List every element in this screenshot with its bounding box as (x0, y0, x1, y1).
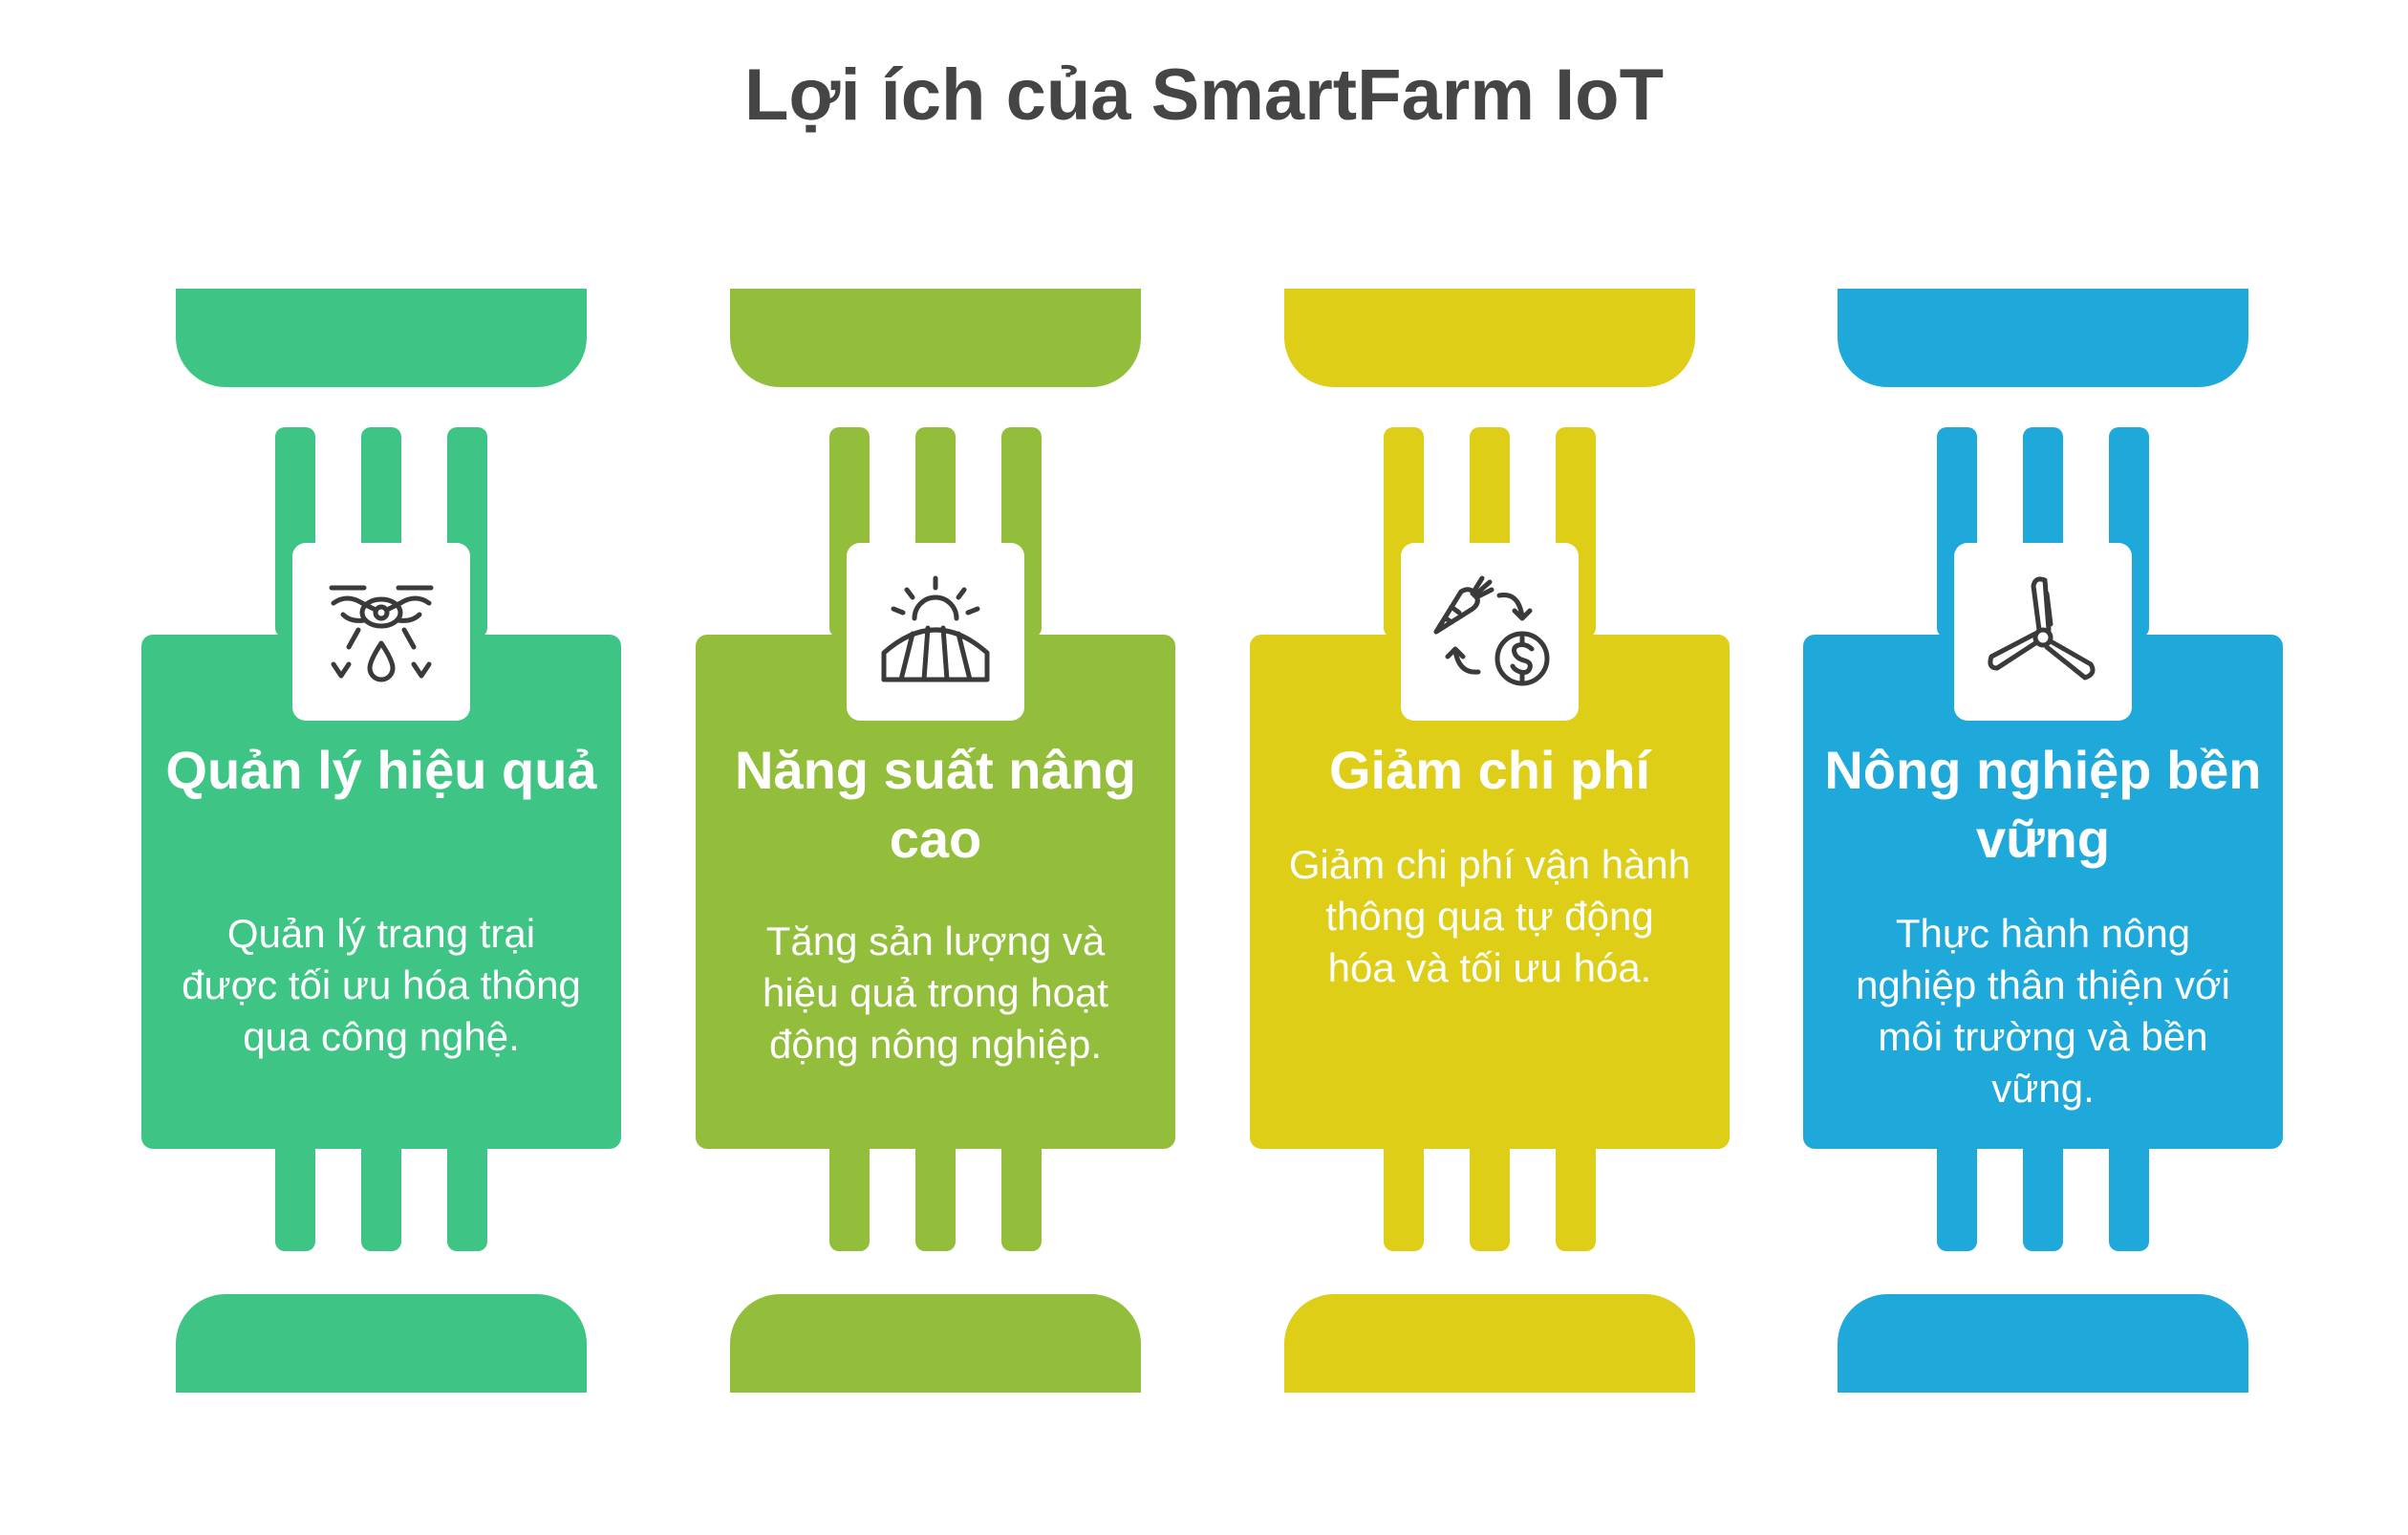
drone-watering-icon (329, 585, 434, 682)
pillar-cost-reduction: Giảm chi phí Giảm chi phí vận hành thông… (1250, 0, 1730, 1535)
pillar-bar (2109, 1137, 2149, 1251)
icon-card (847, 543, 1024, 721)
icon-card (292, 543, 470, 721)
pillar-increased-productivity: Năng suất nâng cao Tăng sản lượng và hiệ… (696, 0, 1175, 1535)
pillar-heading: Quản lý hiệu quả (165, 740, 597, 800)
pillar-bar (2023, 1137, 2063, 1251)
pillar-bar (1937, 1137, 1977, 1251)
pillar-top-cap (730, 289, 1141, 387)
pillar-heading: Năng suất nâng cao (734, 740, 1137, 869)
icon-card (1954, 543, 2132, 721)
pillar-bar (1001, 1137, 1042, 1251)
pillar-sustainable-agriculture: Nông nghiệp bền vững Thực hành nông nghi… (1803, 0, 2283, 1535)
pillar-bar (1556, 1137, 1596, 1251)
pillar-bar (275, 1137, 315, 1251)
wind-turbine-icon (1988, 576, 2096, 681)
pillar-top-cap (1838, 289, 2248, 387)
pillar-description: Giảm chi phí vận hành thông qua tự động … (1288, 842, 1691, 990)
pillar-bottom-cap (176, 1294, 587, 1393)
pillar-bottom-cap (1838, 1294, 2248, 1393)
pillar-bar (829, 1137, 870, 1251)
pillar-bottom-cap (730, 1294, 1141, 1393)
pillar-bar (361, 1137, 401, 1251)
carrot-money-exchange-icon (1433, 575, 1550, 686)
pillar-bar (915, 1137, 956, 1251)
pillar-description: Tăng sản lượng và hiệu quả trong hoạt độ… (763, 919, 1108, 1067)
pillar-bar (1384, 1137, 1424, 1251)
icon-card (1401, 543, 1579, 721)
pillar-top-cap (176, 289, 587, 387)
pillar-bar (1470, 1137, 1510, 1251)
pillar-bar (447, 1137, 487, 1251)
pillar-heading: Nông nghiệp bền vững (1824, 740, 2262, 869)
pillar-top-cap (1284, 289, 1695, 387)
pillar-description: Thực hành nông nghiệp thân thiện với môi… (1856, 911, 2230, 1111)
page-title: Lợi ích của SmartFarm IoT (743, 54, 1665, 136)
pillar-bottom-cap (1284, 1294, 1695, 1393)
pillar-efficient-management: Quản lý hiệu quả Quản lý trang trại được… (141, 0, 621, 1535)
pillar-description: Quản lý trang trại được tối ưu hóa thông… (182, 911, 581, 1059)
sun-field-icon (881, 575, 990, 682)
pillar-heading: Giảm chi phí (1328, 740, 1651, 800)
